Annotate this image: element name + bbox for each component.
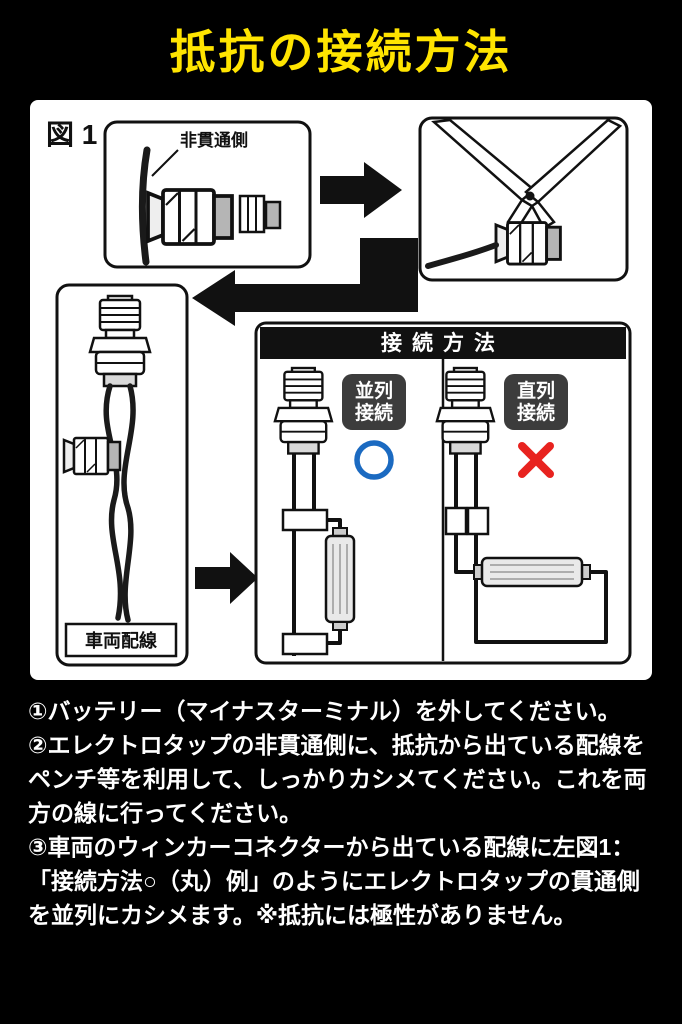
wire-right [121, 383, 136, 623]
electro-tap-clamp [281, 508, 329, 532]
ok-circle-icon [354, 440, 394, 480]
callout-non-through-side: 非貫通側 [180, 130, 248, 150]
page-title: 抵抗の接続方法 [169, 26, 513, 78]
crimped-wire [425, 242, 499, 269]
electro-tap-clamp [466, 506, 490, 536]
arrow-right-small-icon [195, 552, 258, 604]
vehicle-wiring-label-box [64, 622, 178, 658]
electro-tap-icon [62, 436, 122, 476]
arrow-right-icon [320, 162, 402, 218]
series-label-box [504, 374, 568, 430]
connection-method-panel: 接続方法 並列 接続 [254, 321, 632, 665]
pliers-pivot [525, 191, 535, 201]
figure-step1-box: 非貫通側 [103, 120, 312, 269]
series-connection-diagram: 直列 接続 [435, 366, 608, 644]
instruction-step-2: ②エレクトロタップの非貫通側に、抵抗から出ている配線をペンチ等を利用して、しっか… [28, 732, 647, 826]
vehicle-wiring-label: 車両配線 [85, 630, 157, 651]
figure-label: 図 1 [46, 119, 97, 150]
arrow-left-icon [192, 238, 418, 326]
instruction-step-3: ③車両のウィンカーコネクターから出ている配線に左図1：「接続方法○（丸）例」のよ… [28, 834, 640, 928]
parallel-label-box [342, 374, 406, 430]
svg-text:接続: 接続 [517, 401, 555, 424]
vehicle-wiring-box: 車両配線 [55, 283, 189, 667]
figure-panel: 図 1 非貫通側 [30, 100, 652, 680]
figure-step2-box [418, 116, 629, 282]
svg-text:直列: 直列 [517, 379, 555, 402]
figure-diagram: 図 1 非貫通側 [46, 116, 632, 667]
pliers-handle-right [524, 118, 623, 204]
connection-title: 接続方法 [381, 331, 505, 355]
instruction-step-1: ①バッテリー（マイナスターミナル）を外してください。 [28, 698, 621, 724]
bulb-icon [88, 294, 152, 388]
bulb-icon [435, 366, 496, 455]
callout-leader-line [151, 149, 179, 177]
parallel-connection-diagram: 並列 接続 [273, 366, 406, 656]
svg-text:並列: 並列 [355, 379, 393, 402]
ng-cross-icon [518, 442, 554, 478]
svg-text:接続: 接続 [355, 401, 393, 424]
bulb-icon [273, 366, 334, 455]
instructions: ①バッテリー（マイナスターミナル）を外してください。 ②エレクトロタップの非貫通… [28, 694, 656, 932]
wire-left [103, 383, 124, 621]
electro-tap-clamp [444, 506, 468, 536]
electro-tap-clamp [281, 632, 329, 656]
connection-title-bar [260, 327, 626, 359]
